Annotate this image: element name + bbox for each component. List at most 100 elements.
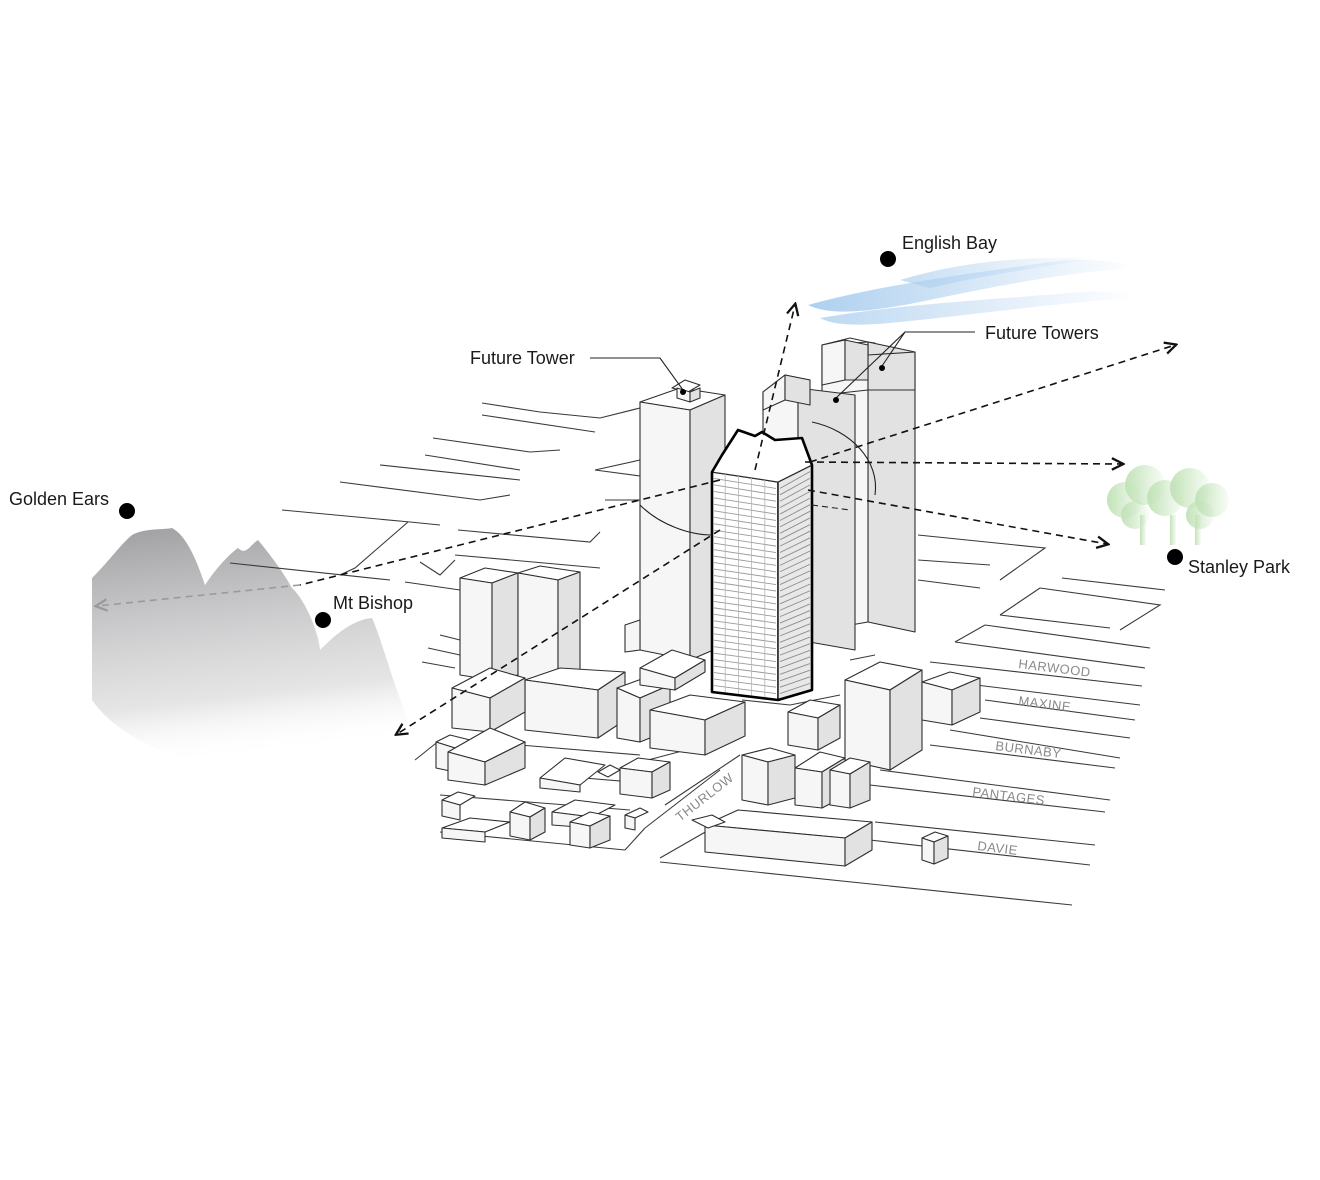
tower-floor-line xyxy=(713,562,777,573)
tower-floor-line xyxy=(713,510,777,521)
future-tower-left xyxy=(639,379,726,661)
street-label-pantages: PANTAGES xyxy=(972,784,1046,808)
tower-floor-line xyxy=(779,603,811,618)
tower-floor-line xyxy=(779,596,811,611)
tower-floor-line xyxy=(713,523,777,534)
sightline-golden-ears xyxy=(299,479,721,586)
tower-floor-line xyxy=(713,529,777,541)
tower-floor-line xyxy=(779,563,811,579)
sightline-future-towers xyxy=(809,345,1175,463)
tower-floor-line xyxy=(779,643,811,656)
tower-floor-line xyxy=(713,581,777,592)
tower-floor-line xyxy=(713,555,777,566)
street-label-maxine: MAXINE xyxy=(1018,693,1072,714)
tower-floor-line xyxy=(779,663,811,675)
tower-floor-line xyxy=(779,669,811,682)
tower-floor-line xyxy=(779,577,811,592)
viewpoint-mt-bishop: Mt Bishop xyxy=(315,593,413,628)
callout-future-towers: Future Towers xyxy=(985,323,1099,343)
sightline-english-bay xyxy=(754,305,795,471)
tower-floor-line xyxy=(779,610,811,624)
tower-floor-line xyxy=(779,544,811,560)
tower-floor-line xyxy=(713,685,777,695)
street-label-davie: DAVIE xyxy=(977,838,1019,858)
tower-floor-line xyxy=(713,600,777,611)
tower-floor-line xyxy=(779,471,811,489)
tower-floor-line xyxy=(713,536,777,547)
viewpoint-stanley-park: Stanley Park xyxy=(1167,549,1291,577)
viewpoint-dot xyxy=(880,251,896,267)
tower-floor-line xyxy=(779,636,811,650)
tower-floor-line xyxy=(779,517,811,534)
viewpoint-label-mt-bishop: Mt Bishop xyxy=(333,593,413,613)
tower-floor-line xyxy=(779,570,811,585)
tower-floor-line xyxy=(779,497,811,515)
tower-floor-line xyxy=(779,530,811,547)
view-sightlines xyxy=(97,305,1175,734)
tower-floor-line xyxy=(779,510,811,528)
viewpoint-dot xyxy=(1167,549,1183,565)
tower-floor-line xyxy=(713,646,777,656)
tower-floor-line xyxy=(779,616,811,630)
tower-floor-line xyxy=(779,550,811,566)
main-tower xyxy=(710,428,814,702)
sightline-stanley-park-lower xyxy=(807,489,1107,544)
tower-floor-line xyxy=(713,516,777,528)
tower-floor-line xyxy=(713,639,777,650)
tower-floor-line xyxy=(713,607,777,618)
tower-floor-line xyxy=(779,623,811,637)
tower-floor-line xyxy=(779,557,811,573)
sightline-golden-ears-fade xyxy=(97,584,301,606)
tower-floor-line xyxy=(713,672,777,682)
mountain-silhouette xyxy=(92,528,408,770)
viewpoint-dot xyxy=(315,612,331,628)
low-buildings xyxy=(435,565,981,867)
tower-floor-lines xyxy=(713,471,811,699)
tower-floor-line xyxy=(779,524,811,541)
tower-floor-line xyxy=(779,477,811,496)
viewpoint-golden-ears: Golden Ears xyxy=(9,489,135,519)
tower-floor-line xyxy=(713,665,777,675)
viewpoint-label-golden-ears: Golden Ears xyxy=(9,489,109,509)
tower-floor-line xyxy=(713,568,777,579)
tower-floor-line xyxy=(779,676,811,688)
tower-podium xyxy=(624,619,641,653)
tower-floor-line xyxy=(779,583,811,598)
viewpoint-label-stanley-park: Stanley Park xyxy=(1188,557,1291,577)
tower-floor-line xyxy=(713,497,777,509)
tower-floor-line xyxy=(713,678,777,688)
tower-floor-line xyxy=(779,590,811,605)
tower-floor-line xyxy=(713,549,777,560)
tower-floor-line xyxy=(779,682,811,695)
tower-floor-line xyxy=(713,594,777,605)
tower-floor-line xyxy=(779,504,811,521)
tower-floor-line xyxy=(779,649,811,662)
tower-floor-line xyxy=(713,478,777,489)
viewpoint-english-bay: English Bay xyxy=(880,233,997,267)
tower-floor-line xyxy=(713,542,777,553)
tower-floor-line xyxy=(779,537,811,553)
stanley-park-trees xyxy=(1107,465,1229,545)
tower-floor-line xyxy=(779,491,811,509)
callout-leaders xyxy=(590,331,975,403)
tower-floor-line xyxy=(713,503,777,515)
sightline-stanley-park-upper xyxy=(804,462,1122,464)
tower-floor-line xyxy=(713,484,777,496)
tower-floor-line xyxy=(779,656,811,669)
tower-floor-line xyxy=(713,659,777,669)
street-grid xyxy=(229,402,1166,906)
tower-floor-line xyxy=(713,613,777,624)
tower-floor-line xyxy=(713,626,777,637)
sightline-mt-bishop xyxy=(397,529,721,734)
tower-floor-line xyxy=(713,620,777,630)
viewpoint-label-english-bay: English Bay xyxy=(902,233,997,253)
tower-floor-line xyxy=(713,575,777,586)
english-bay-water xyxy=(808,257,1140,325)
callout-future-tower: Future Tower xyxy=(470,348,575,368)
viewpoint-dot xyxy=(119,503,135,519)
tower-floor-line xyxy=(779,630,811,643)
tower-floor-line xyxy=(713,588,777,598)
tower-floor-line xyxy=(713,490,777,502)
tower-floor-line xyxy=(713,652,777,662)
